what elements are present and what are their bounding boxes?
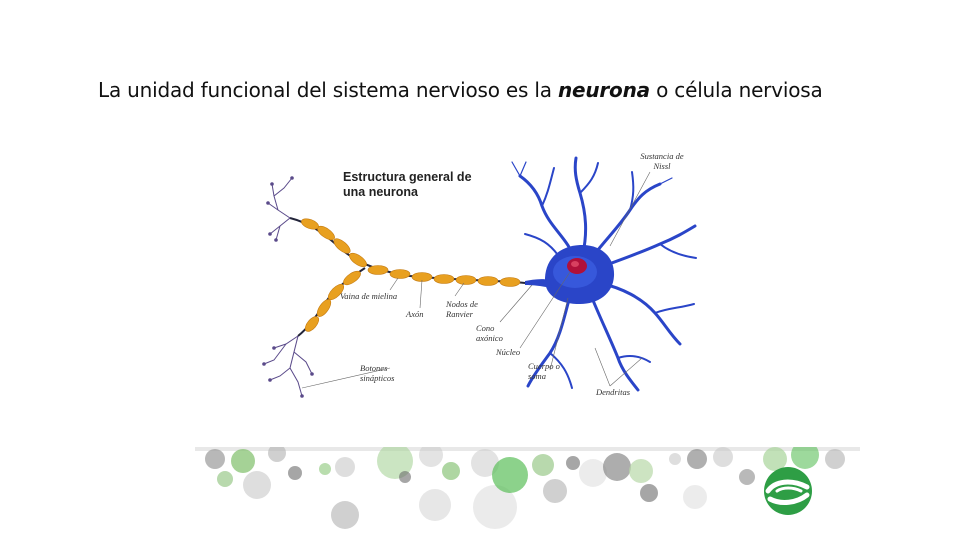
label-sustancia-nissl: Sustancia de Nissl [640, 151, 684, 171]
myelin-sheath [301, 218, 521, 332]
neuron-illustration [262, 156, 697, 398]
footer-dots [195, 447, 860, 529]
dendrites [511, 156, 697, 392]
title-text-1: La unidad funcional del sistema nervioso… [98, 78, 558, 102]
decorative-circles [205, 447, 845, 529]
label-cuerpo-soma: Cuerpo o soma [528, 361, 560, 381]
title-emphasis: neurona [557, 78, 650, 102]
decorative-footer [195, 447, 860, 540]
title-text-2: o célula nerviosa [649, 78, 823, 102]
label-nodos-ranvier: Nodos de Ranvier [446, 299, 478, 319]
neuron-diagram: Estructura general de una neurona Sustan… [250, 148, 710, 410]
synaptic-buttons [262, 176, 314, 398]
institution-logo-icon [764, 467, 812, 515]
figure-title: Estructura general de una neurona [343, 170, 472, 199]
label-axon: Axón [406, 309, 424, 319]
label-nucleo: Núcleo [496, 347, 521, 357]
label-cono-axonico: Cono axónico [476, 323, 503, 343]
label-dendritas: Dendritas [596, 387, 630, 397]
axon-hillock [525, 279, 552, 288]
leader-lines [301, 171, 651, 389]
label-vaina-mielina: Vaina de mielina [340, 291, 398, 301]
axon-terminals [263, 177, 313, 397]
label-botones-sinapticos: Botones sinápticos [360, 363, 395, 383]
slide-title: La unidad funcional del sistema nervioso… [98, 78, 823, 102]
